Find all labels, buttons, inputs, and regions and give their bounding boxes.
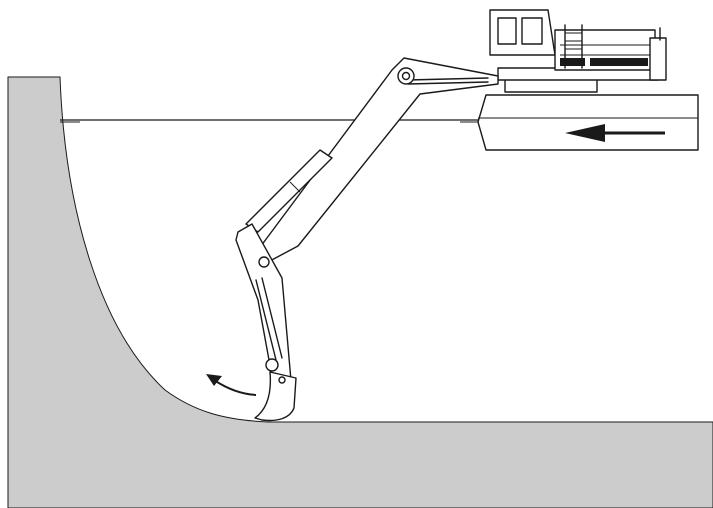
ground-cross-section [7,76,713,508]
excavator-body [489,9,667,93]
bucket [254,371,297,422]
stick [235,223,293,399]
arrow-left-icon [565,124,665,142]
stick-cylinder [245,149,333,233]
boom [257,57,499,263]
curved-arrow-icon [206,374,257,396]
pontoon [477,94,699,151]
